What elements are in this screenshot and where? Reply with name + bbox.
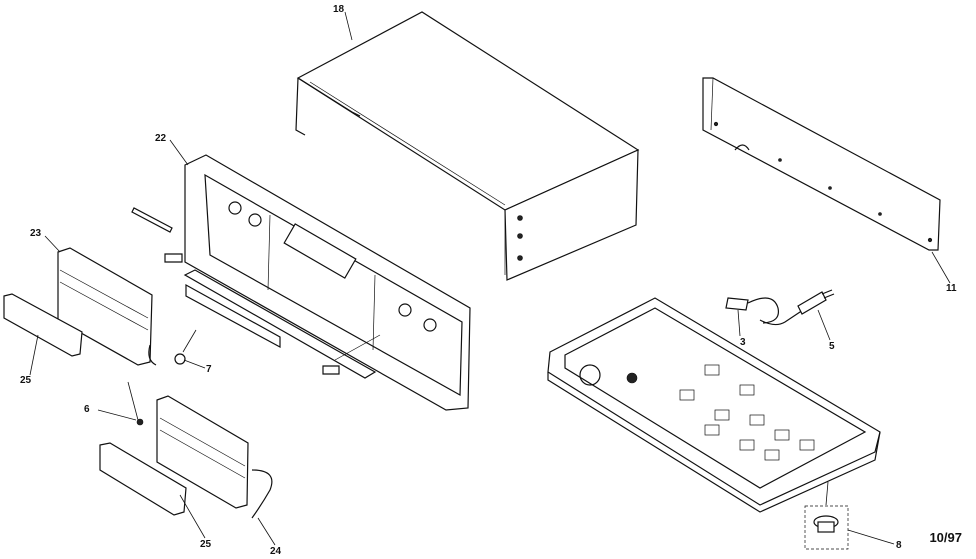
rear-panel-part <box>702 77 941 251</box>
main-chassis-part <box>547 297 881 513</box>
foot-part <box>804 481 849 550</box>
callout-labels: 18 22 23 25 7 6 25 24 11 3 5 8 <box>20 4 957 557</box>
callout-24: 24 <box>270 546 282 557</box>
callout-6: 6 <box>84 404 90 415</box>
callout-18: 18 <box>333 4 345 15</box>
power-cord-part <box>725 289 835 326</box>
callout-8: 8 <box>896 540 902 551</box>
callout-23: 23 <box>30 228 42 239</box>
chassis-cutouts <box>579 364 815 461</box>
callout-3: 3 <box>740 337 746 348</box>
callout-25-lower: 25 <box>200 539 212 550</box>
leader-lines <box>29 11 951 546</box>
top-cover-part <box>295 11 640 281</box>
callout-25-upper: 25 <box>20 375 32 386</box>
callout-22: 22 <box>155 133 167 144</box>
callout-11: 11 <box>946 283 957 294</box>
front-frame-part <box>131 154 471 411</box>
date-code: 10/97 <box>929 530 962 545</box>
upper-tray-door-part <box>3 247 197 366</box>
callout-7: 7 <box>206 364 212 375</box>
callout-5: 5 <box>829 341 835 352</box>
lower-tray-door-part <box>99 381 273 519</box>
